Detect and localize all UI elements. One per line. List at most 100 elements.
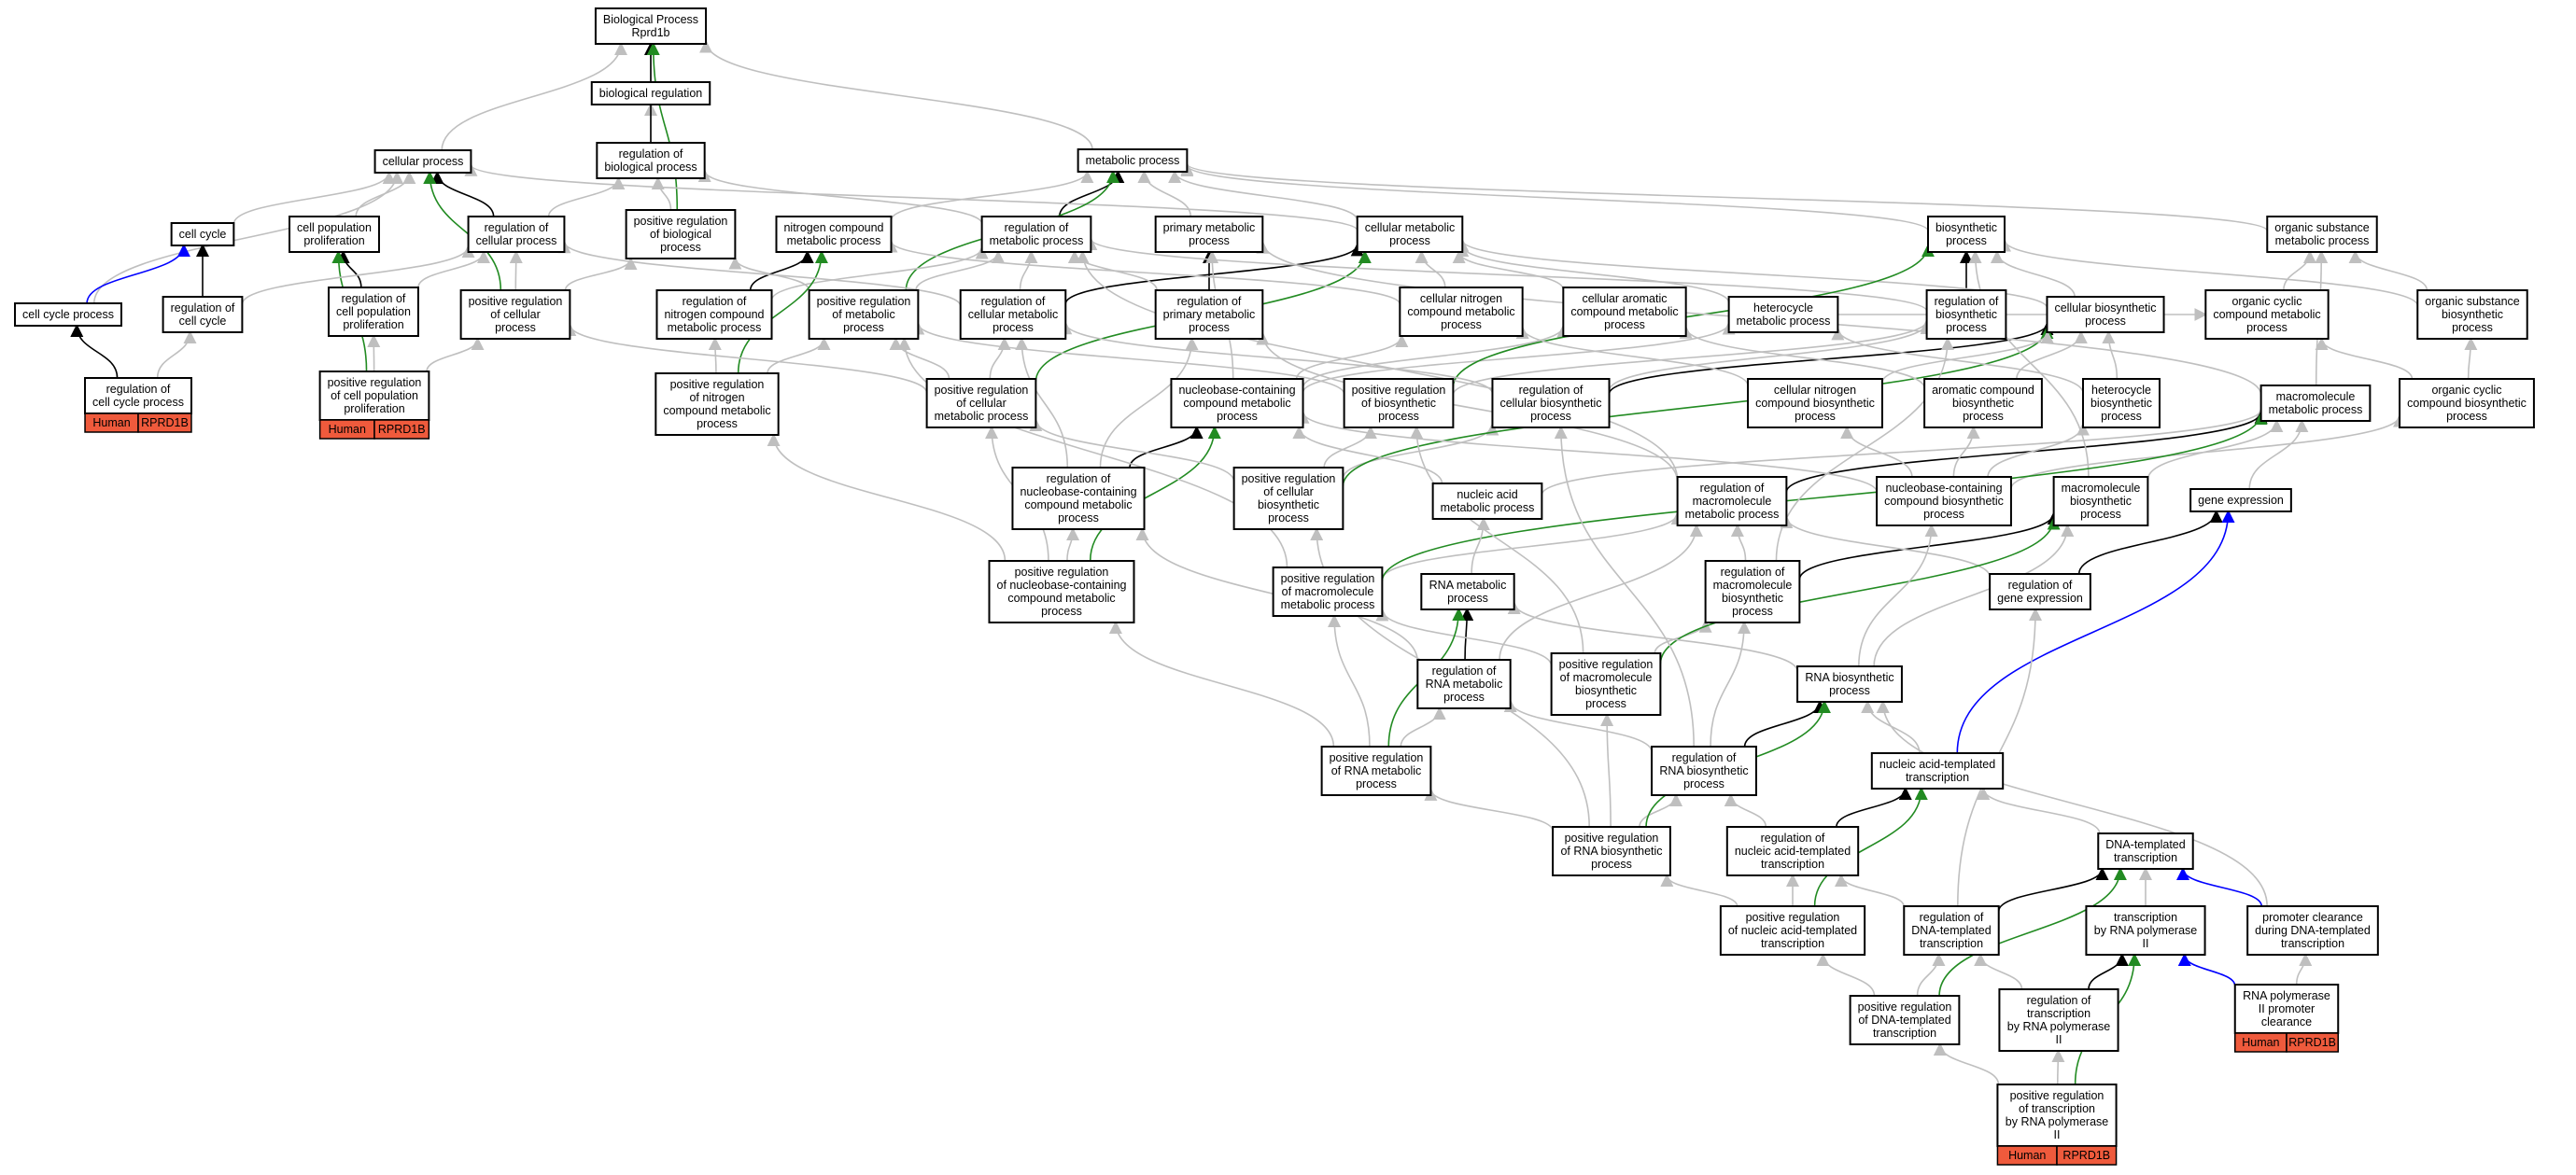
term-box	[1870, 752, 2005, 790]
is-a-edge	[1137, 170, 1192, 217]
term-label-line: nucleic acid	[1457, 488, 1517, 501]
regulates-edge	[2177, 953, 2236, 986]
is-a-edge	[93, 171, 404, 304]
is-a-edge	[1881, 330, 2054, 384]
term-box	[2266, 216, 2378, 253]
term-label-line: compound metabolic	[1570, 305, 1678, 318]
term-label-line: process	[1441, 318, 1482, 331]
term-label-line: process	[843, 321, 884, 334]
term-label-line: biosynthetic	[1575, 684, 1637, 697]
term-label-line: cellular biosynthetic	[2054, 301, 2156, 315]
term-box	[1356, 216, 1464, 253]
term-box	[1232, 467, 1344, 530]
term-label-line: nucleic acid-templated	[1879, 758, 1995, 771]
term-label-line: proliferation	[344, 402, 404, 415]
term-box	[289, 216, 380, 253]
is-a-edge	[697, 169, 983, 225]
term-label-line: heterocycle	[2091, 384, 2151, 397]
term-label-line: regulation of	[619, 147, 683, 161]
term-label-line: positive regulation	[1352, 384, 1446, 397]
is-a-edge	[232, 171, 396, 225]
is-a-edge	[1660, 874, 1738, 907]
term-label-line: process	[1058, 511, 1099, 525]
positively-regulates-edge	[1381, 412, 2268, 581]
term-label-line: positive regulation	[1746, 911, 1840, 924]
term-box	[162, 296, 244, 333]
term-box	[2259, 385, 2372, 422]
term-label-line: process	[1268, 511, 1309, 525]
term-label-line: cell population	[297, 221, 372, 234]
term-label-line: of nucleic acid-templated	[1728, 924, 1857, 937]
is-a-edge	[1302, 321, 1736, 393]
part-of-edge	[1743, 700, 1827, 748]
term-label-line: regulation of	[1721, 566, 1785, 579]
term-box	[1676, 476, 1788, 526]
term-label-line: cellular metabolic	[968, 308, 1059, 321]
term-label-line: biosynthetic	[2070, 495, 2132, 508]
term-box	[2046, 296, 2165, 333]
is-a-edge	[2464, 337, 2478, 380]
is-a-edge	[1059, 321, 1494, 394]
is-a-edge	[1710, 621, 1752, 748]
is-a-edge	[1180, 163, 1929, 231]
positively-regulates-edge	[1813, 787, 1928, 907]
is-a-edge	[1180, 161, 2269, 232]
species-tag: Human	[2242, 1036, 2279, 1049]
term-box	[655, 289, 773, 340]
part-of-edge	[1836, 787, 1912, 828]
term-label-line: regulation of	[171, 301, 235, 315]
is-a-edge	[1076, 250, 1679, 481]
term-label-line: II	[2054, 1128, 2061, 1141]
is-a-edge	[426, 337, 485, 372]
term-box	[655, 372, 780, 436]
term-label-line: organic cyclic	[2431, 384, 2501, 397]
term-label-line: nucleobase-containing	[1178, 384, 1295, 397]
is-a-edge	[1654, 619, 1712, 654]
term-label-line: aromatic compound	[1932, 384, 2034, 397]
term-label-line: organic cyclic	[2231, 295, 2302, 308]
is-a-edge	[1415, 250, 1446, 288]
is-a-edge	[1292, 426, 1443, 484]
term-label-line: organic substance	[2274, 221, 2370, 234]
term-label-line: of biological	[650, 228, 711, 241]
is-a-edge	[1730, 524, 1747, 562]
term-label-line: regulation of	[106, 383, 171, 396]
is-a-edge	[1424, 787, 1554, 832]
term-box	[1343, 378, 1455, 428]
is-a-edge	[2016, 330, 2088, 380]
term-label-line: by RNA polymerase	[2006, 1115, 2109, 1128]
term-label-line: heterocycle	[1753, 301, 1813, 315]
term-box	[84, 377, 192, 414]
regulates-edge	[86, 244, 190, 304]
is-a-edge	[2147, 419, 2284, 481]
term-label-line: organic substance	[2425, 295, 2520, 308]
gene-tag: RPRD1B	[2288, 1036, 2336, 1049]
go-term-node: regulation ofnucleobase-containingcompou…	[1011, 467, 1146, 530]
term-label-line: proliferation	[303, 234, 364, 247]
is-a-edge	[1456, 238, 2048, 309]
term-box	[1416, 659, 1512, 709]
term-box	[1431, 483, 1543, 520]
term-label-line: nucleic acid-templated	[1735, 845, 1851, 858]
term-label-line: of cellular	[956, 397, 1006, 410]
term-label-line: cell cycle process	[92, 396, 184, 409]
is-a-edge	[889, 337, 950, 380]
